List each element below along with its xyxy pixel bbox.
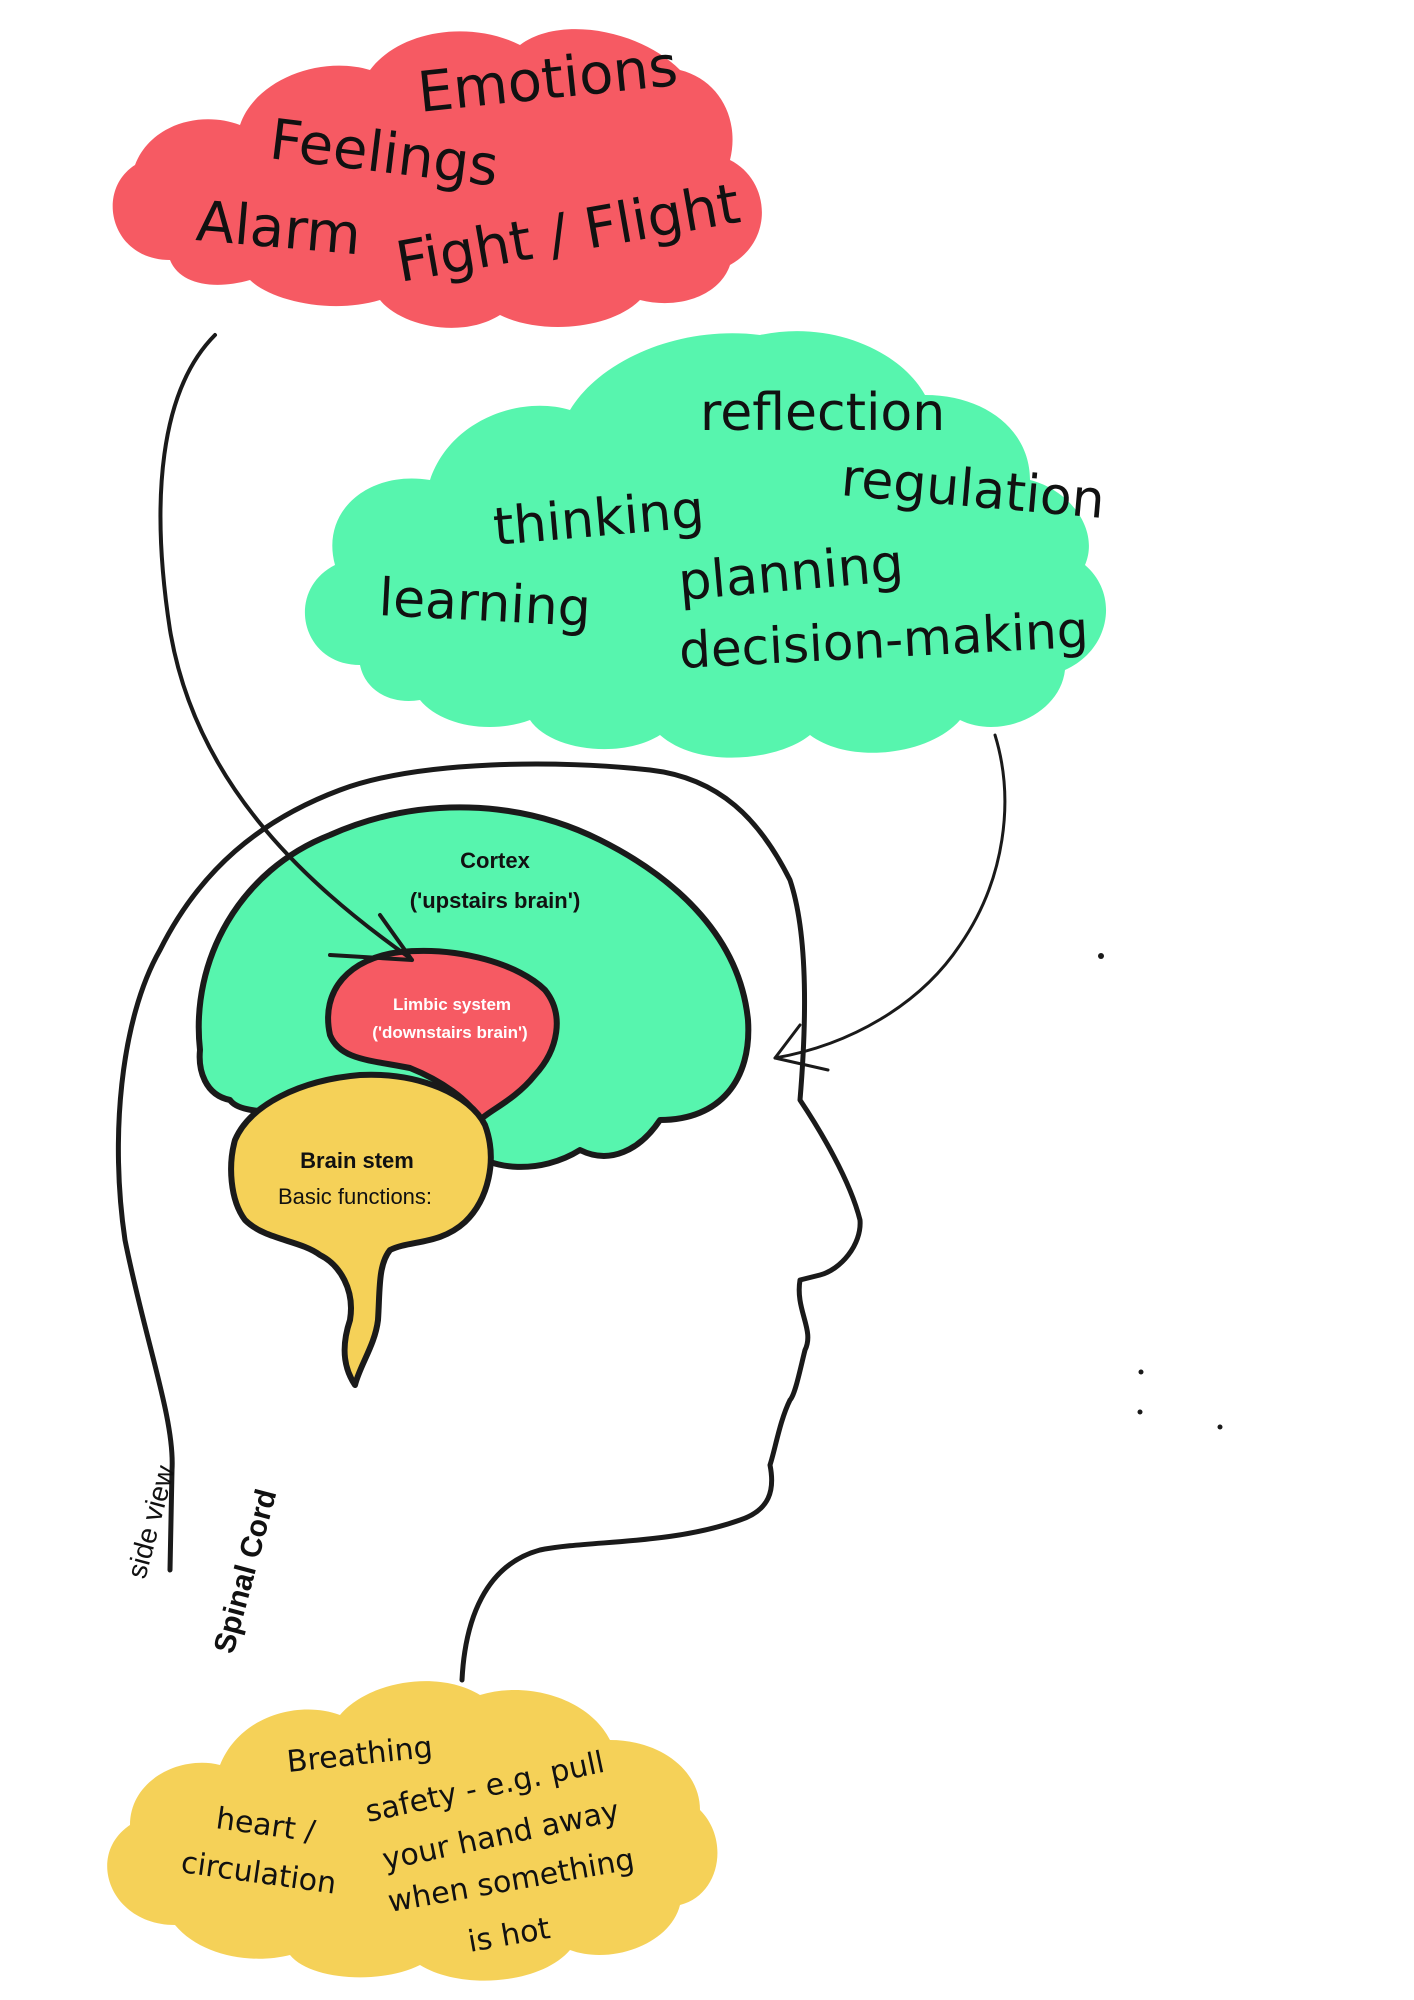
- limbic-shape: [325, 947, 560, 1123]
- head-outline: [115, 761, 863, 1683]
- cloud-word: learning: [377, 568, 592, 639]
- limbic-arrow: [158, 333, 412, 960]
- cortex-cloud: [304, 331, 1107, 758]
- cortex-title: Cortex: [460, 848, 530, 873]
- brainstem-shape: [228, 1071, 494, 1388]
- brainstem-title: Brain stem: [300, 1148, 414, 1173]
- limbic-title: Limbic system: [393, 995, 511, 1014]
- cortex-subtitle: ('upstairs brain'): [410, 888, 581, 913]
- limbic-arrowhead: [328, 913, 414, 962]
- brainstem-cloud: [107, 1681, 718, 1981]
- cloud-word: Alarm: [194, 189, 364, 268]
- cortex-arrowhead: [773, 1023, 830, 1072]
- limbic-cloud: [112, 29, 762, 328]
- cloud-word: reflection: [700, 383, 945, 443]
- spinal-cord-label: Spinal Cord: [208, 1486, 283, 1657]
- limbic-subtitle: ('downstairs brain'): [372, 1023, 527, 1042]
- stray-dots: [1098, 953, 1223, 1430]
- cortex-arrow: [773, 733, 1007, 1060]
- brainstem-subtitle: Basic functions:: [278, 1184, 432, 1209]
